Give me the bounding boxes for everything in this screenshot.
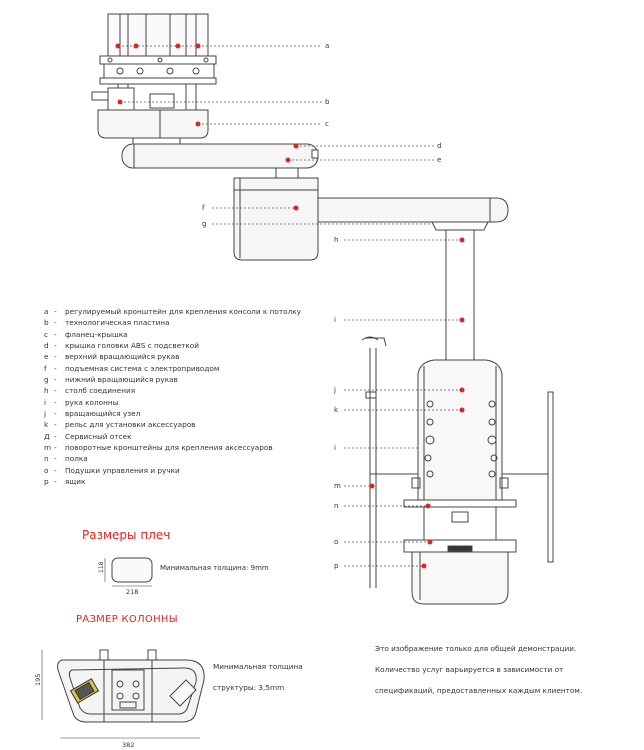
legend-item: Д-Сервисный отсек: [44, 431, 132, 441]
callout-letter: j: [333, 386, 336, 394]
legend-text: столб соединения: [65, 386, 136, 396]
column-height-label: 195: [34, 674, 42, 686]
arm-dims-title: Размеры плеч: [82, 528, 171, 542]
column-thickness-line1: Минимальная толщина: [213, 662, 303, 671]
callout-letter: b: [325, 98, 330, 106]
legend-text: ящик: [65, 477, 86, 487]
legend-text: верхний вращающийся рукав: [65, 352, 180, 362]
leader-lines: [118, 45, 462, 567]
legend-key: f: [44, 363, 47, 373]
legend-item: i-рука колонны: [44, 397, 119, 407]
legend-key: o: [44, 465, 49, 475]
legend-key: m: [44, 443, 52, 453]
legend-text: фланец-крышка: [65, 329, 128, 339]
callout-letter: h: [334, 236, 338, 244]
callout-letter: i: [334, 316, 336, 324]
legend-item: e-верхний вращающийся рукав: [44, 352, 180, 362]
legend-item: m-поворотные кронштейны для крепления ак…: [44, 443, 273, 453]
legend-item: b-технологическая пластина: [44, 318, 170, 328]
legend-item: o-Подушки управления и ручки: [44, 465, 180, 475]
callout-letter: i: [334, 444, 336, 452]
legend-key: b: [44, 318, 49, 328]
disclaimer-line1: Это изображение только для общей демонст…: [375, 644, 577, 653]
column-dims-title: РАЗМЕР КОЛОННЫ: [76, 614, 178, 625]
callout-letter: m: [334, 482, 341, 490]
callout-letter: p: [334, 562, 339, 570]
column-body: [417, 359, 503, 503]
legend-text: подъемная система с электроприводом: [65, 363, 220, 373]
legend-item: n-полка: [44, 454, 88, 464]
legend-item: k-рельс для установки аксессуаров: [44, 420, 196, 430]
lower-arm: [317, 197, 509, 223]
column-width-label: 382: [122, 741, 134, 749]
legend-text: рельс для установки аксессуаров: [65, 420, 196, 430]
legend-key: k: [44, 420, 49, 430]
callout-letter: k: [334, 406, 339, 414]
legend-item: g-нижний вращающийся рукав: [44, 375, 178, 385]
connection-post: [445, 229, 475, 363]
legend-key: e: [44, 352, 49, 362]
legend-text: поворотные кронштейны для крепления аксе…: [65, 443, 273, 453]
legend-item: f-подъемная система с электроприводом: [44, 363, 220, 373]
callout-letters: a b c d e f g h i j k i m n o p: [202, 42, 441, 570]
callout-markers: [115, 43, 465, 569]
legend-key: Д: [44, 431, 50, 441]
column-thickness-line2: структуры: 3,5mm: [213, 683, 285, 692]
arm-cross-section: [104, 557, 153, 587]
legend-text: технологическая пластина: [65, 318, 170, 328]
legend-text: полка: [65, 454, 88, 464]
iv-pole: [361, 336, 387, 588]
legend-key: a: [44, 307, 49, 316]
callout-letter: f: [202, 204, 205, 212]
upper-arm: [121, 143, 319, 169]
gas-outlets: [424, 400, 498, 478]
legend-item: h-столб соединения: [44, 386, 136, 396]
legend-text: регулируемый кронштейн для крепления кон…: [65, 307, 301, 316]
legend-item: d-крышка головки ABS с подсветкой: [44, 341, 199, 351]
callout-letter: d: [437, 142, 441, 150]
callout-letter: e: [437, 156, 441, 164]
arm-thickness-text: Минимальная толщина: 9mm: [160, 564, 269, 572]
legend-key: p: [44, 477, 49, 487]
disclaimer-line3: спецификаций, предоставленных каждым кли…: [375, 686, 583, 695]
tech-plate: [91, 87, 208, 111]
arm-height-label: 118: [98, 561, 105, 573]
callout-letter: a: [325, 42, 329, 50]
legend-key: g: [44, 375, 49, 385]
drawer: [411, 551, 509, 605]
legend-item: p-ящик: [44, 477, 86, 487]
legend-item: j-вращающийся узел: [44, 409, 141, 419]
column-cross-section: [41, 649, 205, 739]
legend-text: крышка головки ABS с подсветкой: [65, 341, 199, 351]
legend-key: c: [44, 329, 49, 339]
legend-key: h: [44, 386, 49, 396]
legend-text: Сервисный отсек: [65, 431, 132, 441]
legend-item: a-регулируемый кронштейн для крепления к…: [44, 307, 301, 316]
legend-text: Подушки управления и ручки: [65, 465, 180, 475]
legend-text: нижний вращающийся рукав: [65, 375, 178, 385]
lift-system: [233, 177, 319, 261]
disclaimer-line2: Количество услуг варьируется в зависимос…: [375, 665, 564, 674]
legend-text: вращающийся узел: [65, 409, 141, 419]
legend-list: a-регулируемый кронштейн для крепления к…: [44, 306, 334, 488]
ceiling-bracket: [99, 13, 217, 110]
legend-key: d: [44, 341, 49, 351]
shelf: [403, 499, 517, 508]
callout-letter: c: [325, 120, 329, 128]
flange-cover: [97, 109, 209, 139]
callout-letter: n: [334, 502, 338, 510]
legend-text: рука колонны: [65, 397, 119, 407]
callout-letter: g: [202, 220, 206, 228]
callout-letter: o: [334, 538, 338, 546]
legend-item: c-фланец-крышка: [44, 329, 128, 339]
legend-key: n: [44, 454, 49, 464]
legend-key: j: [44, 409, 47, 419]
arm-width-label: 218: [126, 588, 138, 596]
legend-key: i: [44, 397, 47, 407]
